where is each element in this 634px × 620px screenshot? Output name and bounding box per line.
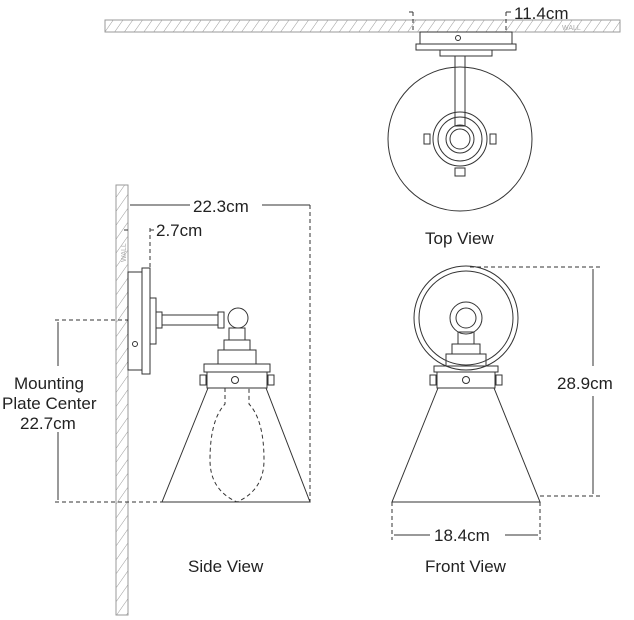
shade-width-dimension: 18.4cm [434,526,490,545]
shade-outline [387,66,533,212]
top-wall [104,19,621,33]
width-dimension: 11.4cm [514,4,569,23]
glass-shade [161,387,311,503]
top-view: WALL 11.4cm Top View [104,4,621,248]
front-glass-shade [391,387,541,503]
bulb-outline [209,388,265,503]
screw-icon [455,35,461,41]
height-dimension: 28.9cm [557,374,613,393]
screw-icon [132,341,138,347]
mounting-label-line1: Mounting [14,374,84,393]
side-wall-label: WALL [121,243,128,262]
side-view: WALL 22.3cm 2.7cm Mounting Plate Center … [2,184,311,616]
mounting-label-line2: Plate Center [2,394,97,413]
side-wall [115,184,129,616]
mounting-value: 22.7cm [20,414,76,433]
top-wall-label: WALL [562,25,581,32]
top-view-label: Top View [425,229,494,248]
plate-depth-dimension: 2.7cm [156,221,202,240]
front-view-label: Front View [425,557,507,576]
side-view-label: Side View [188,557,264,576]
depth-dimension: 22.3cm [193,197,249,216]
front-view: 28.9cm 18.4cm Front View [391,265,613,576]
